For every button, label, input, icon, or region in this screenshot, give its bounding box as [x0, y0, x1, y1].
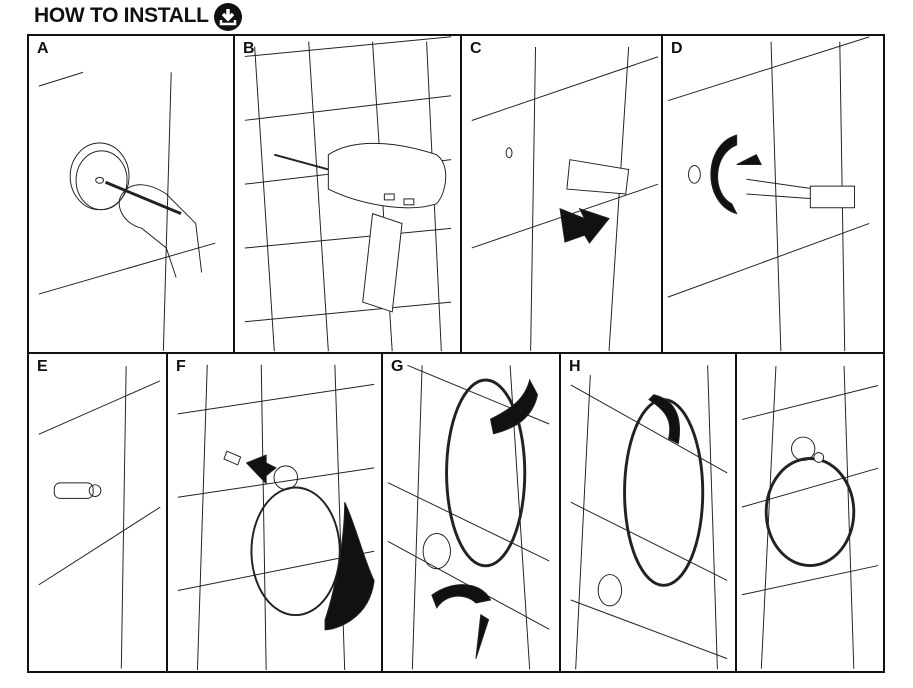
- download-icon: [214, 3, 242, 31]
- step-panel-b: B: [233, 34, 462, 354]
- step-label: H: [569, 358, 581, 375]
- step-label: E: [37, 358, 48, 375]
- step-label: G: [391, 358, 404, 375]
- step-panel-h: H: [559, 352, 737, 673]
- step-label: B: [243, 40, 255, 57]
- step-panel-a: A: [27, 34, 235, 354]
- step-panel-d: D: [661, 34, 885, 354]
- step-panel-f: F: [166, 352, 383, 673]
- step-panel-final: [735, 352, 885, 673]
- step-label: D: [671, 40, 683, 57]
- step-panel-e: E: [27, 352, 168, 673]
- step-label: F: [176, 358, 186, 375]
- step-label: C: [470, 40, 482, 57]
- step-panel-c: C: [460, 34, 663, 354]
- step-panel-g: G: [381, 352, 561, 673]
- step-label: A: [37, 40, 49, 57]
- page-title: HOW TO INSTALL: [34, 4, 209, 27]
